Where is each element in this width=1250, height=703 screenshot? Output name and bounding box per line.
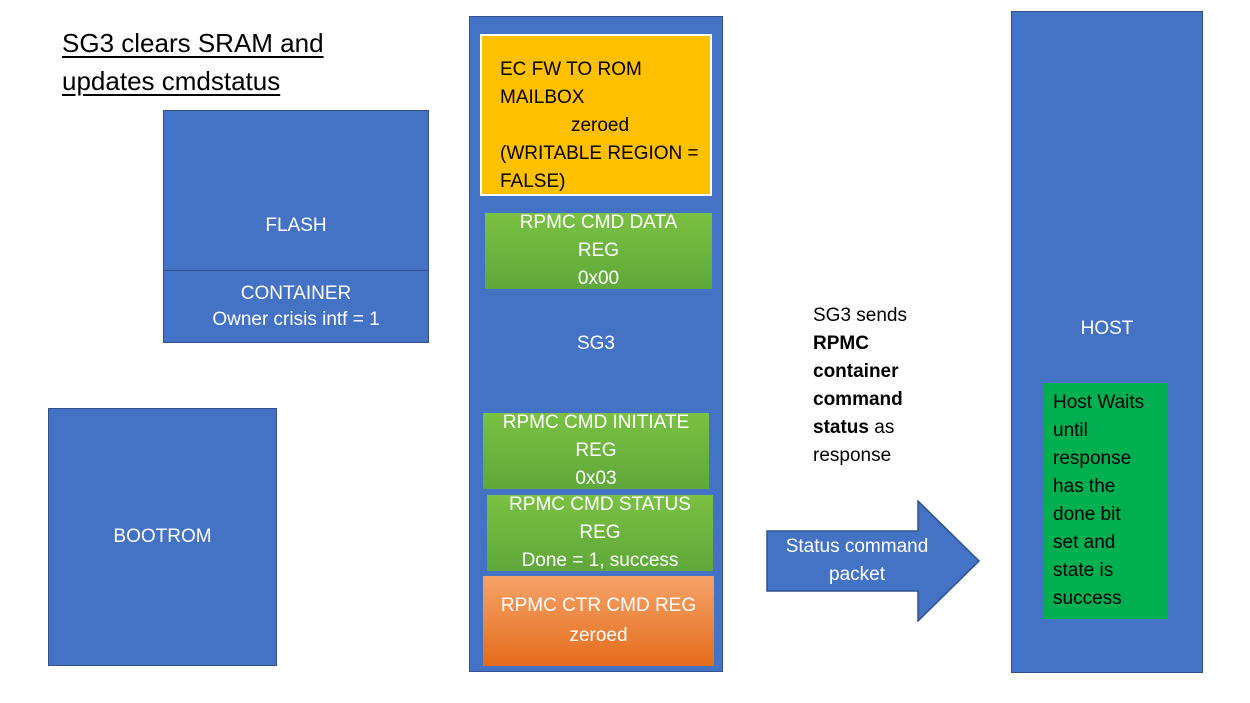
arrow-label-line-1: Status command (785, 536, 929, 557)
title-line-1: SG3 clears SRAM and (62, 28, 324, 58)
rpmc-ctr-cmd-reg: RPMC CTR CMD REG zeroed (483, 576, 714, 666)
status-reg-line-1: RPMC CMD STATUS (509, 494, 691, 515)
mailbox-line-1: EC FW TO ROM (500, 59, 642, 80)
rpmc-cmd-initiate-reg: RPMC CMD INITIATE REG 0x03 (483, 412, 709, 489)
mailbox-line-3: zeroed (570, 115, 630, 136)
right-arrow-icon (766, 500, 980, 622)
container-block: CONTAINER Owner crisis intf = 1 (163, 270, 429, 343)
data-reg-line-1: RPMC CMD DATA (519, 212, 678, 233)
mailbox-line-4: (WRITABLE REGION = (500, 143, 699, 164)
host-wait-line: state is (1053, 560, 1114, 581)
sends-line-2: RPMC (813, 333, 869, 354)
mailbox-line-2: MAILBOX (500, 87, 585, 108)
host-label-wrap: HOST (1011, 316, 1203, 342)
host-wait-line: success (1053, 588, 1122, 609)
sg3-label: SG3 (576, 333, 616, 354)
init-reg-line-3: 0x03 (575, 468, 617, 489)
init-reg-line-2: REG (575, 440, 617, 461)
mailbox-region: EC FW TO ROM MAILBOX zeroed (WRITABLE RE… (480, 34, 712, 196)
sends-line-6: response (813, 445, 892, 466)
response-description: SG3 sends RPMC container command status … (813, 302, 953, 470)
mailbox-line-5: FALSE) (500, 171, 566, 192)
bootrom-block: BOOTROM (48, 408, 277, 666)
arrow-label-line-2: packet (829, 564, 885, 585)
flash-label-wrap: FLASH (163, 146, 429, 306)
ctr-reg-line-1: RPMC CTR CMD REG (500, 595, 697, 616)
diagram-title: SG3 clears SRAM and updates cmdstatus (62, 24, 324, 100)
rpmc-cmd-status-reg: RPMC CMD STATUS REG Done = 1, success (487, 494, 713, 571)
arrow-label: Status command packet (768, 532, 946, 590)
status-reg-line-3: Done = 1, success (521, 550, 679, 571)
host-wait-line: response (1053, 448, 1132, 469)
status-reg-line-2: REG (579, 522, 621, 543)
container-detail: Owner crisis intf = 1 (212, 308, 380, 330)
sends-line-1: SG3 sends (813, 305, 907, 326)
host-wait-note: Host Waits until response has the done b… (1044, 383, 1168, 619)
host-wait-line: has the (1053, 476, 1116, 497)
data-reg-line-2: REG (577, 240, 620, 261)
flash-label: FLASH (265, 215, 327, 236)
host-wait-line: set and (1053, 532, 1116, 553)
sg3-label-wrap: SG3 (469, 330, 723, 358)
title-line-2: updates cmdstatus (62, 66, 281, 96)
data-reg-line-3: 0x00 (577, 268, 620, 289)
bootrom-label: BOOTROM (113, 526, 212, 547)
sends-line-4: command (813, 389, 903, 410)
host-wait-line: until (1053, 420, 1088, 441)
sends-line-5: status (813, 417, 869, 438)
rpmc-cmd-data-reg: RPMC CMD DATA REG 0x00 (485, 212, 712, 289)
host-wait-line: done bit (1053, 504, 1121, 525)
ctr-reg-line-2: zeroed (569, 625, 628, 646)
sends-line-3: container (813, 361, 899, 382)
sends-line-5-suffix: as (868, 417, 895, 438)
arrow-shape (766, 500, 980, 622)
host-wait-line: Host Waits (1053, 392, 1145, 413)
host-label: HOST (1080, 318, 1134, 339)
init-reg-line-1: RPMC CMD INITIATE (502, 412, 690, 433)
container-title: CONTAINER (240, 282, 352, 304)
